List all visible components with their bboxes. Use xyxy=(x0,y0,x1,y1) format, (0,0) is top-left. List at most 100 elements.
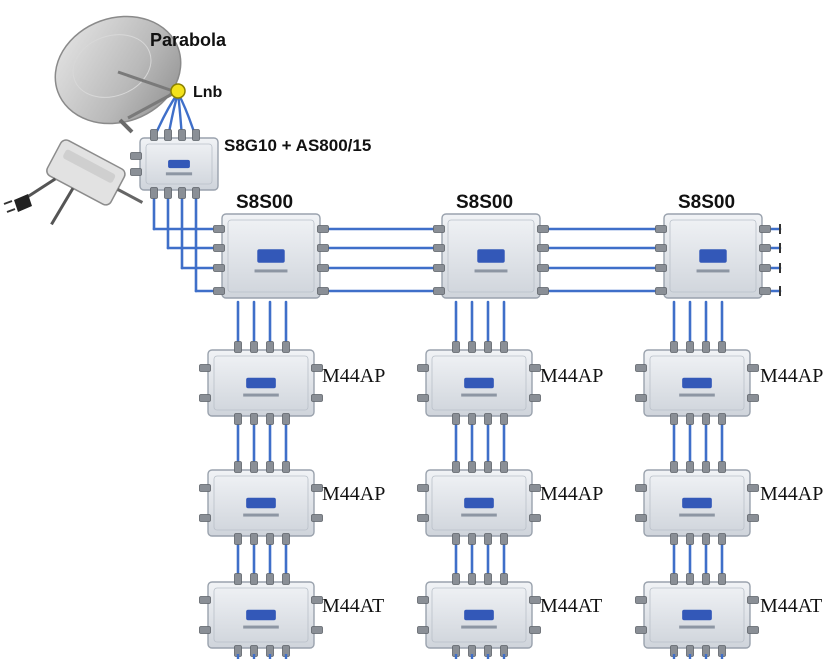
device-panel xyxy=(213,587,309,643)
device-badge xyxy=(246,377,276,389)
device-panel xyxy=(431,587,527,643)
f-connector-icon xyxy=(150,187,158,199)
device-print xyxy=(461,625,497,629)
splitter-body xyxy=(441,213,541,299)
device-print xyxy=(696,269,730,273)
device-panel xyxy=(649,355,745,411)
f-connector-icon xyxy=(718,341,726,353)
f-connector-icon xyxy=(635,514,647,522)
multiswitch-label: M44AP xyxy=(322,483,385,505)
multiswitch-body xyxy=(207,469,315,537)
headend-label: S8G10 + AS800/15 xyxy=(224,136,371,155)
f-connector-icon xyxy=(317,287,329,295)
lnb-label: Lnb xyxy=(193,84,223,101)
device-badge xyxy=(464,609,494,621)
f-connector-icon xyxy=(702,533,710,545)
f-connector-icon xyxy=(500,573,508,585)
headend-amplifier xyxy=(130,129,219,199)
f-connector-icon xyxy=(655,225,667,233)
multiswitch-body xyxy=(425,581,533,649)
f-connector-icon xyxy=(468,533,476,545)
f-connector-icon xyxy=(655,244,667,252)
f-connector-icon xyxy=(317,225,329,233)
f-connector-icon xyxy=(417,626,429,634)
f-connector-icon xyxy=(529,394,541,402)
f-connector-icon xyxy=(670,461,678,473)
f-connector-icon xyxy=(635,596,647,604)
f-connector-icon xyxy=(468,341,476,353)
device-panel xyxy=(431,475,527,531)
coax-cables xyxy=(152,92,782,579)
f-connector-icon xyxy=(199,484,211,492)
device-print xyxy=(461,513,497,517)
multiswitch-label: M44AP xyxy=(760,365,823,387)
f-connector-icon xyxy=(537,264,549,272)
device-badge xyxy=(168,159,190,169)
splitter-label: S8S00 xyxy=(456,192,513,213)
f-connector-icon xyxy=(718,533,726,545)
device-badge xyxy=(464,377,494,389)
f-connector-icon xyxy=(178,129,186,141)
f-connector-icon xyxy=(452,573,460,585)
f-connector-icon xyxy=(655,287,667,295)
f-connector-icon xyxy=(234,533,242,545)
f-connector-icon xyxy=(282,461,290,473)
f-connector-icon xyxy=(718,573,726,585)
device-print xyxy=(254,269,288,273)
headend-body xyxy=(139,137,219,191)
f-connector-icon xyxy=(747,626,759,634)
f-connector-icon xyxy=(250,461,258,473)
f-connector-icon xyxy=(199,514,211,522)
device-badge xyxy=(464,497,494,509)
device-panel xyxy=(227,219,315,293)
f-connector-icon xyxy=(529,596,541,604)
device-print xyxy=(679,625,715,629)
f-connector-icon xyxy=(670,533,678,545)
f-connector-icon xyxy=(468,573,476,585)
f-connector-icon xyxy=(178,187,186,199)
f-connector-icon xyxy=(635,364,647,372)
device-print xyxy=(474,269,508,273)
f-connector-icon xyxy=(702,413,710,425)
device-print xyxy=(243,513,279,517)
f-connector-icon xyxy=(266,533,274,545)
device-panel xyxy=(213,475,309,531)
f-connector-icon xyxy=(311,484,323,492)
device-badge xyxy=(246,497,276,509)
f-connector-icon xyxy=(759,287,771,295)
f-connector-icon xyxy=(452,413,460,425)
f-connector-icon xyxy=(433,225,445,233)
f-connector-icon xyxy=(702,341,710,353)
f-connector-icon xyxy=(250,533,258,545)
f-connector-icon xyxy=(266,461,274,473)
f-connector-icon xyxy=(529,514,541,522)
f-connector-icon xyxy=(266,341,274,353)
f-connector-icon xyxy=(702,461,710,473)
f-connector-icon xyxy=(417,364,429,372)
multiswitch-body xyxy=(425,469,533,537)
f-connector-icon xyxy=(484,573,492,585)
f-connector-icon xyxy=(702,573,710,585)
f-connector-icon xyxy=(282,413,290,425)
f-connector-icon xyxy=(164,187,172,199)
device-panel xyxy=(431,355,527,411)
f-connector-icon xyxy=(452,341,460,353)
device-badge xyxy=(682,497,712,509)
f-connector-icon xyxy=(747,596,759,604)
f-connector-icon xyxy=(433,244,445,252)
f-connector-icon xyxy=(234,573,242,585)
f-connector-icon xyxy=(192,187,200,199)
f-connector-icon xyxy=(317,244,329,252)
f-connector-icon xyxy=(468,413,476,425)
multiswitch-label: M44AP xyxy=(760,483,823,505)
device-badge xyxy=(246,609,276,621)
f-connector-icon xyxy=(686,461,694,473)
f-connector-icon xyxy=(417,596,429,604)
f-connector-icon xyxy=(670,573,678,585)
splitter-label: S8S00 xyxy=(678,192,735,213)
f-connector-icon xyxy=(250,341,258,353)
device-print xyxy=(461,393,497,397)
device-print xyxy=(679,513,715,517)
f-connector-icon xyxy=(213,244,225,252)
